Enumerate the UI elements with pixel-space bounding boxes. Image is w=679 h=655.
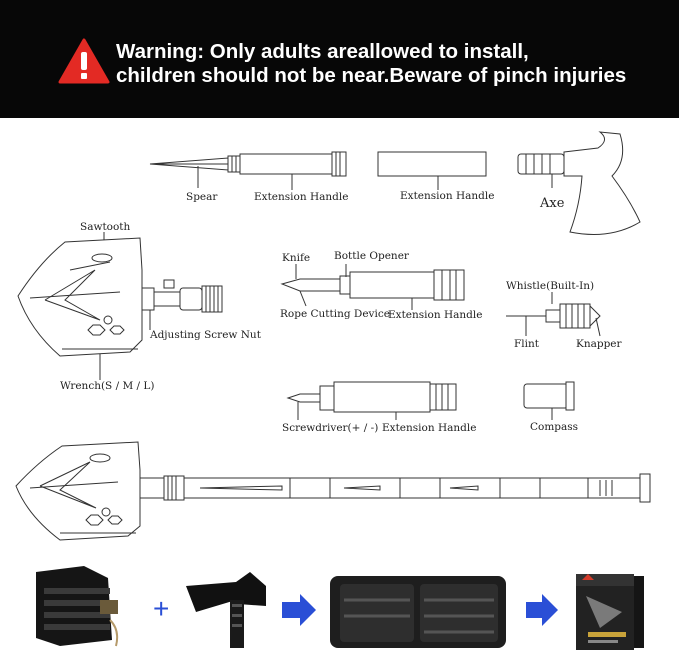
label-bottle-opener: Bottle Opener xyxy=(334,250,409,262)
label-knapper: Knapper xyxy=(576,338,622,350)
axe-image xyxy=(186,572,266,648)
screwdriver-handle-drawing xyxy=(286,381,457,420)
folded-shovel-image xyxy=(36,566,119,647)
label-adjusting-screw-nut: Adjusting Screw Nut xyxy=(150,329,261,341)
label-extension-handle-2: Extension Handle xyxy=(400,190,495,202)
warning-banner: Warning: Only adults areallowed to insta… xyxy=(0,0,679,118)
label-wrench: Wrench(S / M / L) xyxy=(60,380,155,392)
carry-pouch-image xyxy=(330,576,506,648)
label-extension-handle-4: Extension Handle xyxy=(382,422,477,434)
label-extension-handle-3: Extension Handle xyxy=(388,309,483,321)
arrow-right-icon-2 xyxy=(526,594,558,626)
spear-drawing xyxy=(149,151,347,190)
label-screwdriver: Screwdriver(+ / -) xyxy=(282,422,379,434)
warning-triangle-icon xyxy=(58,38,110,84)
label-extension-handle-1: Extension Handle xyxy=(254,191,349,203)
plus-symbol: + xyxy=(153,593,169,624)
compass-drawing xyxy=(523,381,575,420)
warning-message: Warning: Only adults areallowed to insta… xyxy=(116,40,626,88)
assembled-shovel-drawing xyxy=(15,441,651,541)
warning-line-1: Warning: Only adults areallowed to insta… xyxy=(116,40,529,63)
label-whistle: Whistle(Built-In) xyxy=(506,280,595,292)
extension-handle-drawing-1 xyxy=(377,151,487,190)
label-sawtooth: Sawtooth xyxy=(80,221,131,233)
label-spear: Spear xyxy=(186,191,218,203)
bottom-product-row: + xyxy=(36,566,644,650)
whistle-flint-drawing xyxy=(506,292,601,337)
label-compass: Compass xyxy=(530,421,579,433)
arrow-right-icon xyxy=(282,594,316,626)
label-rope-cutting-device: Rope Cutting Device xyxy=(280,308,390,320)
label-flint: Flint xyxy=(514,338,539,350)
warning-line-2: children should not be near.Beware of pi… xyxy=(116,64,627,87)
label-axe: Axe xyxy=(540,196,565,211)
label-knife: Knife xyxy=(282,252,311,264)
axe-drawing xyxy=(517,131,641,235)
knife-handle-drawing xyxy=(280,264,465,310)
shovel-head-drawing xyxy=(17,232,223,380)
product-box-image xyxy=(576,574,644,650)
